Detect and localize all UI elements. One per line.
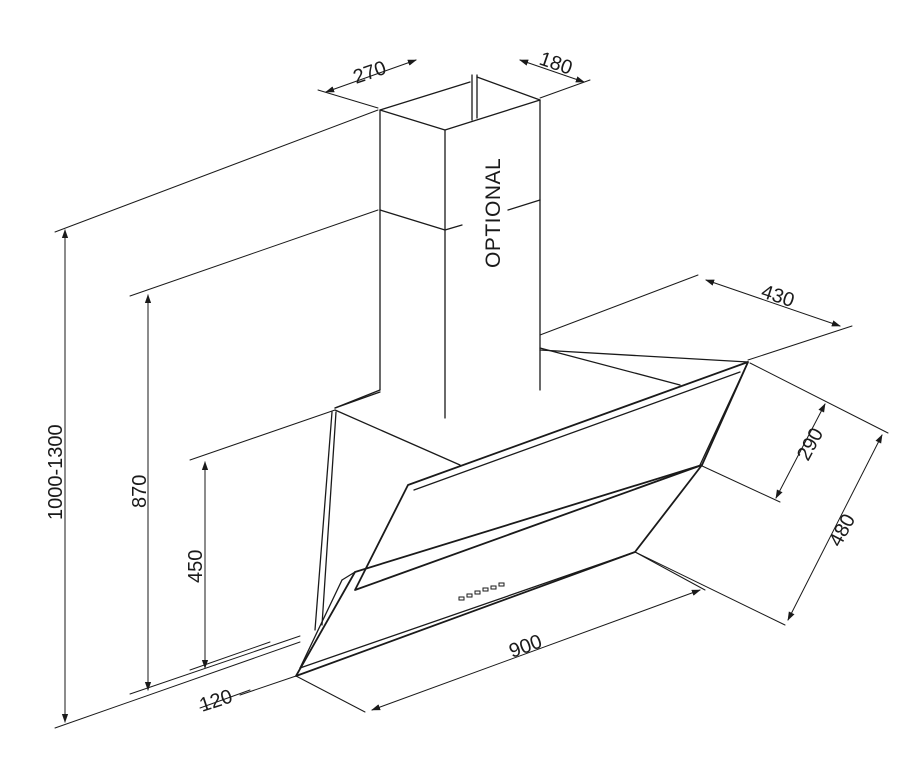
optional-joint-side-b — [507, 199, 541, 211]
hood-right-edge — [699, 361, 749, 466]
dim-line-430 — [705, 279, 841, 327]
ext-180-right — [539, 79, 591, 99]
control-button — [498, 582, 505, 587]
hood-top-side-edge — [539, 347, 681, 386]
hood-lower-left-joint — [341, 571, 356, 581]
dim-120: 120 — [197, 686, 236, 717]
chimney-front-face — [379, 109, 446, 419]
chimney — [334, 74, 541, 419]
hood-top-back — [539, 349, 749, 363]
ext-120-front — [239, 675, 297, 696]
control-button — [466, 593, 473, 598]
control-button — [482, 587, 489, 592]
control-button — [474, 590, 481, 595]
ext-270-left — [317, 89, 379, 109]
dim-450: 450 — [185, 550, 207, 583]
ext-900-left — [295, 675, 366, 713]
control-button — [458, 596, 465, 601]
dim-430: 430 — [758, 281, 797, 312]
optional-label: OPTIONAL — [482, 158, 505, 268]
ext-bottom-870 — [129, 635, 301, 695]
dim-480: 480 — [825, 511, 860, 551]
glass-panel-upper-inner — [413, 371, 741, 491]
hood-bottom-edge — [299, 551, 636, 669]
dim-290: 290 — [793, 425, 828, 465]
dim-line-120 — [199, 689, 251, 709]
ext-290-bottom — [699, 464, 781, 503]
dim-line-900 — [371, 589, 701, 711]
hood-left-profile-inner — [321, 411, 337, 626]
dim-870: 870 — [129, 475, 151, 508]
extension-lines — [54, 79, 889, 729]
dim-900: 900 — [506, 631, 545, 663]
hood-body — [295, 347, 749, 677]
control-button — [490, 585, 497, 590]
dim-total-height: 1000-1300 — [45, 424, 67, 520]
dimension-lines — [61, 59, 883, 723]
dim-270: 270 — [350, 57, 389, 89]
chimney-back-top-edge — [476, 76, 541, 101]
hood-top-left — [334, 391, 381, 409]
ext-bottom-450 — [189, 641, 271, 671]
chimney-top-edge — [379, 81, 471, 111]
control-panel — [458, 582, 505, 601]
hood-lower-left-edge — [299, 579, 343, 669]
hood-left-profile — [314, 411, 333, 631]
dim-180: 180 — [536, 48, 575, 80]
dim-line-180 — [519, 59, 585, 83]
optional-joint-front — [379, 209, 446, 231]
ext-900-right — [634, 551, 706, 591]
hood-top-front-edge — [334, 409, 461, 466]
glass-panel-upper — [354, 361, 749, 591]
ext-bottom-1000 — [54, 641, 301, 729]
ext-480-top — [749, 362, 889, 434]
dim-line-480 — [787, 434, 883, 621]
ext-top-870 — [129, 209, 379, 297]
ext-430-front — [747, 325, 853, 361]
ext-top-1000 — [54, 109, 379, 233]
dim-line-270 — [325, 59, 417, 93]
glass-panel-lower — [295, 464, 703, 677]
ext-430-back — [539, 274, 699, 336]
ext-top-450 — [189, 409, 336, 461]
optional-joint-side-a — [444, 224, 463, 231]
ext-480-bottom — [634, 551, 786, 626]
dimension-labels: 1000-1300 870 450 120 900 430 290 480 27… — [45, 48, 860, 717]
